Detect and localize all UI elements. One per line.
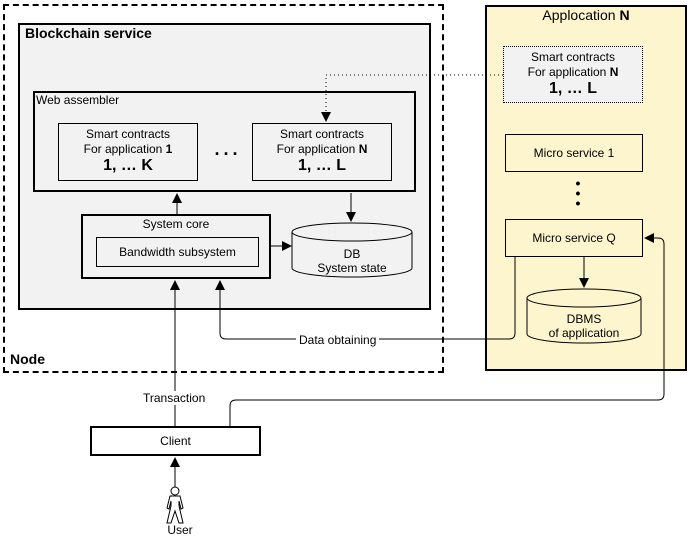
smart-contracts-label: Smart contracts <box>530 50 616 64</box>
smart-contracts-label: Smart contracts <box>85 127 171 141</box>
node-label: Node <box>10 351 45 367</box>
application-n-title: Applocation N <box>485 7 687 23</box>
blockchain-service-title: Blockchain service <box>25 25 152 41</box>
node-boundary <box>3 4 444 373</box>
ellipsis-dot: • <box>575 175 581 191</box>
smart-contracts-app-n[interactable]: Smart contracts For application N 1, … L <box>252 123 392 181</box>
client-box[interactable]: Client <box>90 426 261 456</box>
for-application-prefix: For application <box>276 142 359 156</box>
for-application-line: For application 1 <box>59 142 197 157</box>
user-head <box>170 486 180 496</box>
for-application-prefix: For application <box>83 142 166 156</box>
application-id: N <box>609 65 619 79</box>
dbms-label: DBMS of application <box>527 312 641 340</box>
for-application-line: For application N <box>504 65 642 80</box>
user-body <box>166 495 184 524</box>
for-application-prefix: For application <box>527 65 610 79</box>
application-id: 1 <box>165 142 173 156</box>
user-actor-icon <box>166 486 184 524</box>
micro-service-q-box[interactable]: Micro service Q <box>505 219 643 257</box>
data-obtaining-label: Data obtaining <box>296 333 380 347</box>
vertical-ellipsis: • • • <box>574 175 582 211</box>
transaction-label: Transaction <box>140 391 209 405</box>
smart-contracts-app-1[interactable]: Smart contracts For application 1 1, … K <box>58 123 198 181</box>
dbms-title: DBMS <box>566 312 602 326</box>
contract-range: 1, … K <box>103 157 153 174</box>
system-core-title: System core <box>142 217 210 231</box>
contract-range: 1, … L <box>548 80 597 97</box>
application-title-id: N <box>619 7 630 23</box>
dbms-subtitle: of application <box>548 326 620 340</box>
application-title-prefix: Applocation <box>542 7 620 23</box>
app-smart-contracts-box[interactable]: Smart contracts For application N 1, … L <box>503 46 643 103</box>
for-application-line: For application N <box>253 142 391 157</box>
ellipsis-dot: • <box>575 195 581 211</box>
user-label: User <box>167 523 193 537</box>
db-title: DB <box>343 247 361 261</box>
smart-contracts-label: Smart contracts <box>279 127 365 141</box>
contract-range: 1, … L <box>297 157 346 174</box>
application-id: N <box>358 142 368 156</box>
micro-service-1-box[interactable]: Micro service 1 <box>505 134 643 172</box>
db-subtitle: System state <box>317 261 387 275</box>
db-system-state-label: DB System state <box>292 247 412 275</box>
bandwidth-subsystem-box[interactable]: Bandwidth subsystem <box>96 237 259 267</box>
web-assembler-box[interactable] <box>33 91 416 192</box>
web-assembler-title: Web assembler <box>36 93 120 107</box>
horizontal-ellipsis: ··· <box>214 144 242 164</box>
ellipsis-dot: • <box>575 185 581 201</box>
